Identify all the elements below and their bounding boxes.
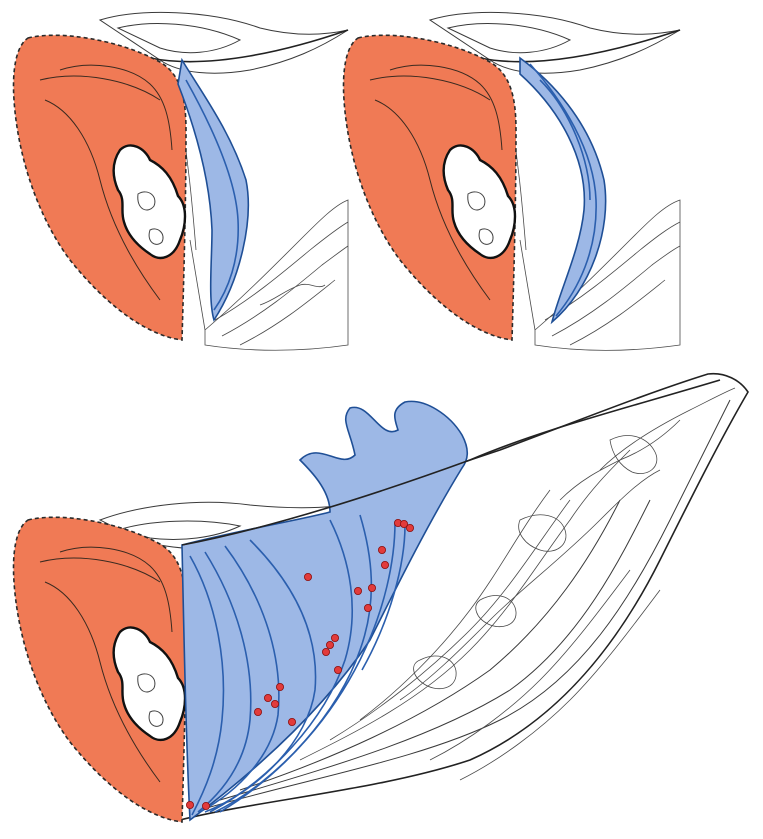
marker-point	[322, 648, 329, 655]
marker-point	[304, 573, 311, 580]
marker-point	[354, 587, 361, 594]
marker-point	[381, 561, 388, 568]
marker-point	[378, 546, 385, 553]
marker-point	[264, 694, 271, 701]
panel-top-left	[14, 12, 348, 350]
marker-point	[331, 634, 338, 641]
marker-point	[326, 641, 333, 648]
marker-point	[202, 802, 209, 809]
panel-top-right	[344, 12, 680, 350]
marker-point	[364, 604, 371, 611]
panel-bottom	[14, 374, 748, 822]
marker-point	[276, 683, 283, 690]
marker-point	[406, 524, 413, 531]
marker-point	[288, 718, 295, 725]
marker-point	[368, 584, 375, 591]
marker-point	[334, 666, 341, 673]
marker-point	[271, 700, 278, 707]
marker-point	[186, 801, 193, 808]
marker-point	[254, 708, 261, 715]
